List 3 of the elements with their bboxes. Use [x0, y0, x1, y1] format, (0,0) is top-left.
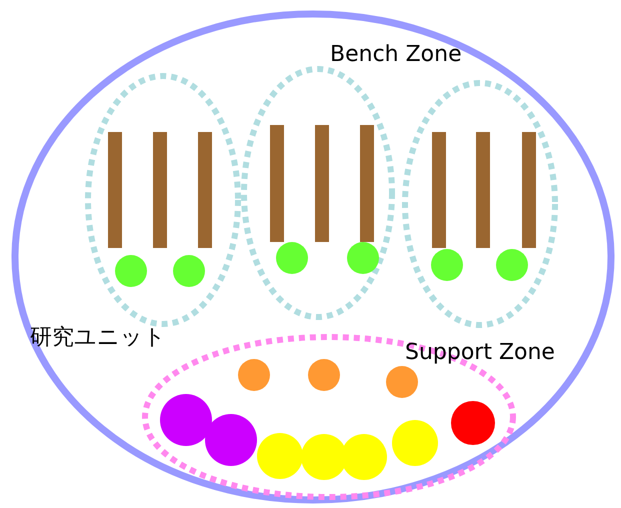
unit-title: 研究ユニット — [30, 325, 166, 352]
zone-title: Support Zone — [405, 340, 555, 366]
zone-title: Bench Zone — [330, 42, 462, 68]
